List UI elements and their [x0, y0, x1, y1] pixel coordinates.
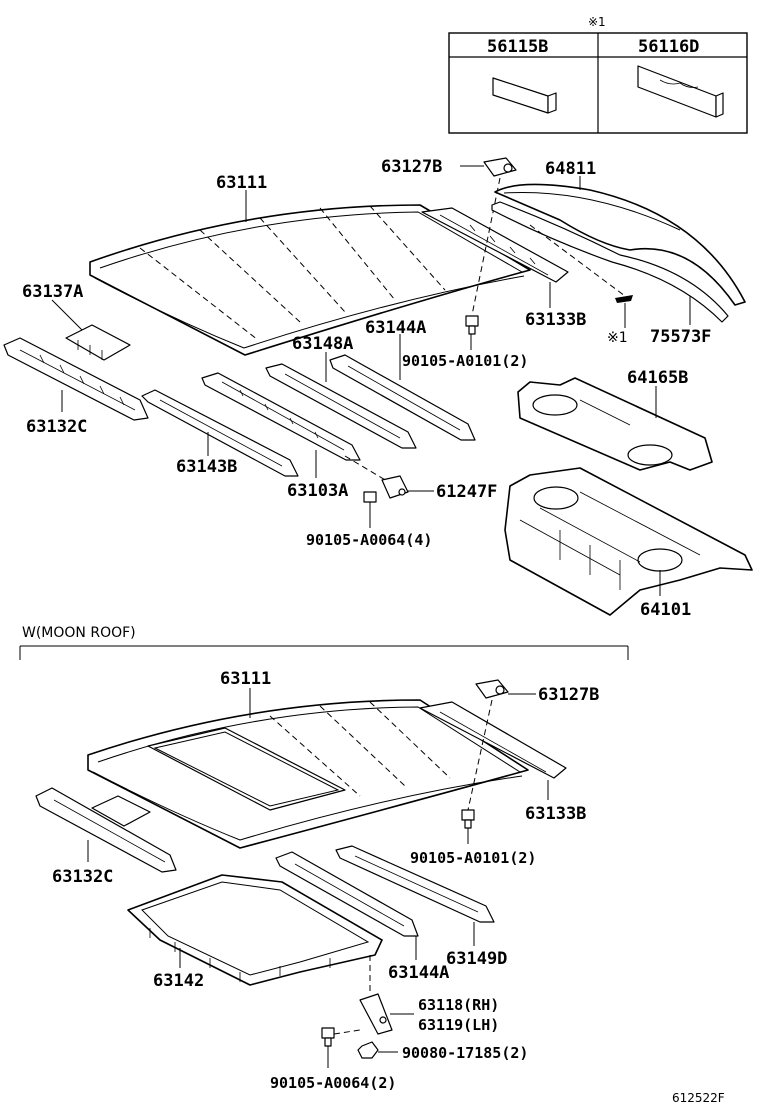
- screw-90105-A0064: [363, 491, 377, 503]
- label-63119: 63119(LH): [418, 1016, 499, 1034]
- front-header-63132C: [3, 337, 149, 421]
- leader-63137A: [51, 299, 83, 331]
- roof-panel-moonroof-63111: [87, 699, 529, 849]
- rear-header-63133B-b: [419, 701, 567, 779]
- inset-note-mark: ※1: [588, 15, 606, 29]
- label-63149D: 63149D: [446, 949, 507, 969]
- label-63132C: 63132C: [26, 417, 87, 437]
- package-tray-64165B: [517, 377, 713, 471]
- label-63143B: 63143B: [176, 457, 237, 477]
- clip-63127B: [483, 157, 517, 177]
- rear-panel-64101: [504, 467, 753, 616]
- pad-56115B-drawing: [492, 77, 557, 114]
- label-63142: 63142: [153, 971, 204, 991]
- bracket-63118-63119: [359, 993, 393, 1035]
- roof-bow-63103A: [201, 372, 361, 461]
- rear-header-63133B: [421, 207, 569, 283]
- dashed-90105-A0064-b: [333, 1029, 361, 1035]
- inset-col2-header: 56116D: [638, 37, 699, 57]
- label-90105-A0064: 90105-A0064(4): [306, 531, 432, 549]
- roof-bow-63144A-b: [275, 851, 419, 937]
- label-63111-b: 63111: [220, 669, 271, 689]
- label-90105-A0101-b: 90105-A0101(2): [410, 849, 536, 867]
- bracket-63137A: [65, 324, 131, 361]
- roof-panel-63111: [89, 204, 531, 356]
- label-61247F: 61247F: [436, 482, 497, 502]
- nut-90080-17185: [357, 1041, 379, 1059]
- front-header-63132C-b: [35, 787, 177, 873]
- label-64165B: 64165B: [627, 368, 688, 388]
- bottom-assembly: 63111 63133B 63127B 90105-A0101(2): [35, 669, 599, 1092]
- dashed-63127B-b: [467, 699, 493, 811]
- label-64101: 64101: [640, 600, 691, 620]
- label-63133B: 63133B: [525, 310, 586, 330]
- section-title-moon-roof: W(MOON ROOF): [22, 625, 136, 641]
- label-90105-A0101: 90105-A0101(2): [402, 352, 528, 370]
- label-90105-A0064-b: 90105-A0064(2): [270, 1074, 396, 1092]
- roof-bow-63143B: [141, 389, 299, 477]
- sunroof-housing-63142: [127, 874, 383, 986]
- label-63137A: 63137A: [22, 282, 83, 302]
- label-mark1: ※1: [607, 330, 628, 346]
- label-90080-17185: 90080-17185(2): [402, 1044, 528, 1062]
- inset-table: ※1 56115B 56116D: [448, 15, 748, 134]
- spacer-mark: [615, 295, 633, 303]
- clip-61247F: [381, 475, 409, 499]
- rear-glass-64811: [494, 183, 746, 306]
- label-63111: 63111: [216, 173, 267, 193]
- screw-90105-A0064-b: [321, 1027, 335, 1047]
- label-63127B: 63127B: [381, 157, 442, 177]
- label-63148A: 63148A: [292, 334, 353, 354]
- dashed-63127B: [471, 177, 501, 316]
- label-64811: 64811: [545, 159, 596, 179]
- roof-bow-63148A: [265, 363, 417, 449]
- label-63133B-b: 63133B: [525, 804, 586, 824]
- section-bracket: [19, 645, 629, 660]
- clip-63127B-b: [475, 679, 509, 699]
- roof-bow-63149D: [335, 845, 495, 923]
- label-63132C-b: 63132C: [52, 867, 113, 887]
- label-63118: 63118(RH): [418, 996, 499, 1014]
- roof-bow-63144A: [329, 354, 476, 441]
- molding-75573F: [491, 201, 729, 323]
- top-assembly: 63111 63133B 63127B 90105-A0101(2): [3, 157, 753, 620]
- diagram-code: 612522F: [672, 1091, 725, 1105]
- inset-col1-header: 56115B: [487, 37, 548, 57]
- label-63144A: 63144A: [365, 318, 426, 338]
- pad-56116D-drawing: [637, 65, 724, 118]
- screw-90105-A0101-b: [461, 809, 475, 829]
- label-75573F: 75573F: [650, 327, 711, 347]
- label-63103A: 63103A: [287, 481, 348, 501]
- screw-90105-A0101: [465, 315, 479, 335]
- label-63144A-b: 63144A: [388, 963, 449, 983]
- label-63127B-b: 63127B: [538, 685, 599, 705]
